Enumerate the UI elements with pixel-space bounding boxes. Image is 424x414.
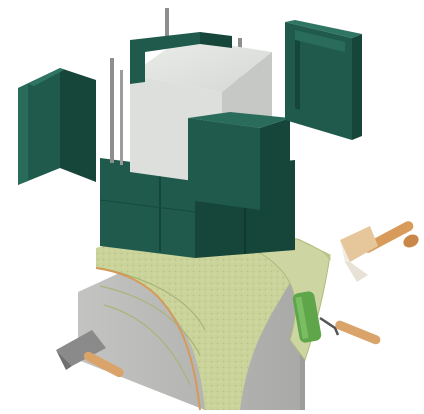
formwork-panel-right: [285, 20, 362, 140]
paint-brush-icon: [340, 219, 421, 282]
formwork-panel-front: [188, 112, 290, 210]
paint-roller-icon: [292, 290, 382, 345]
formwork-panel-left: [18, 68, 96, 185]
